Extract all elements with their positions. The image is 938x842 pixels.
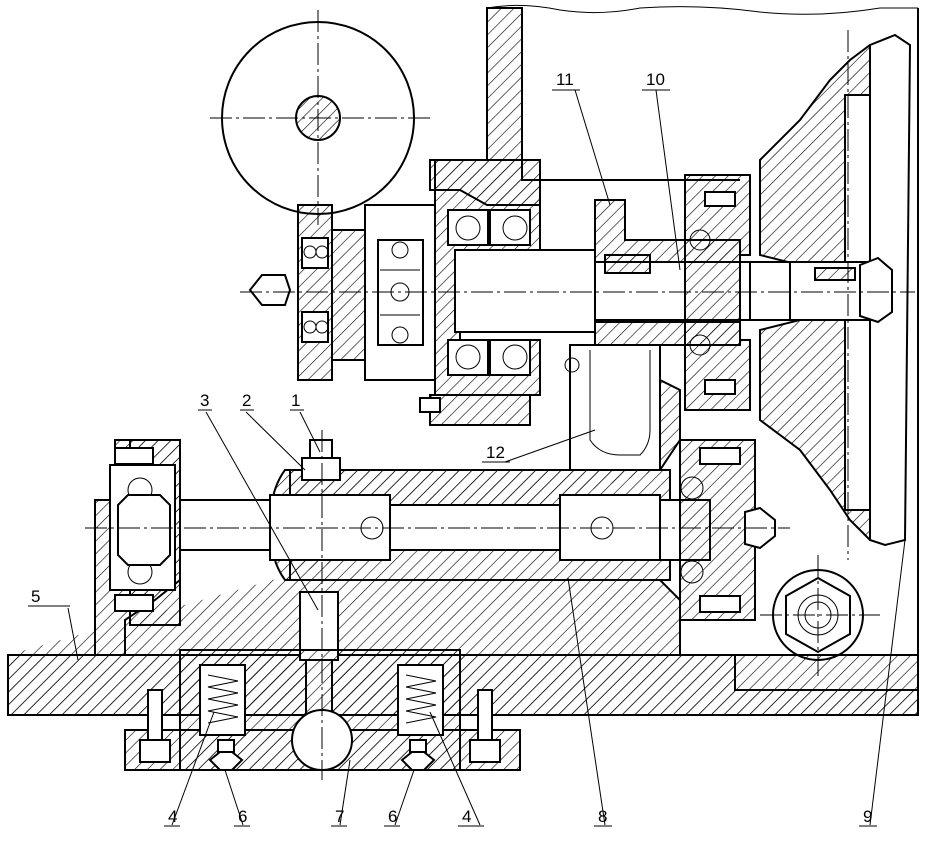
center-axes [85,30,915,780]
label-10: 10 [646,70,665,89]
label-7: 7 [335,807,344,826]
top-disc [210,10,430,225]
label-5: 5 [31,587,40,606]
label-8: 8 [598,807,607,826]
label-6-left: 6 [238,807,247,826]
label-4-right: 4 [462,807,471,826]
label-12: 12 [486,443,505,462]
label-2: 2 [242,391,251,410]
leader-lines [67,89,906,826]
upper-bearing-housing [419,159,541,426]
nut-1 [301,439,341,481]
part-labels: 1 2 3 5 4 6 7 6 4 8 9 10 11 12 [28,70,877,827]
label-1: 1 [291,391,300,410]
label-11: 11 [556,70,574,89]
tube-8 [179,469,711,581]
right-lower-flange [679,439,776,621]
screws-6 [208,739,436,771]
label-3: 3 [200,391,209,410]
label-6-right: 6 [388,807,397,826]
part-12 [564,344,661,471]
label-4-left: 4 [168,807,177,826]
label-9: 9 [863,807,872,826]
pulley-9 [759,33,912,547]
upper-left-bearing [248,204,366,381]
